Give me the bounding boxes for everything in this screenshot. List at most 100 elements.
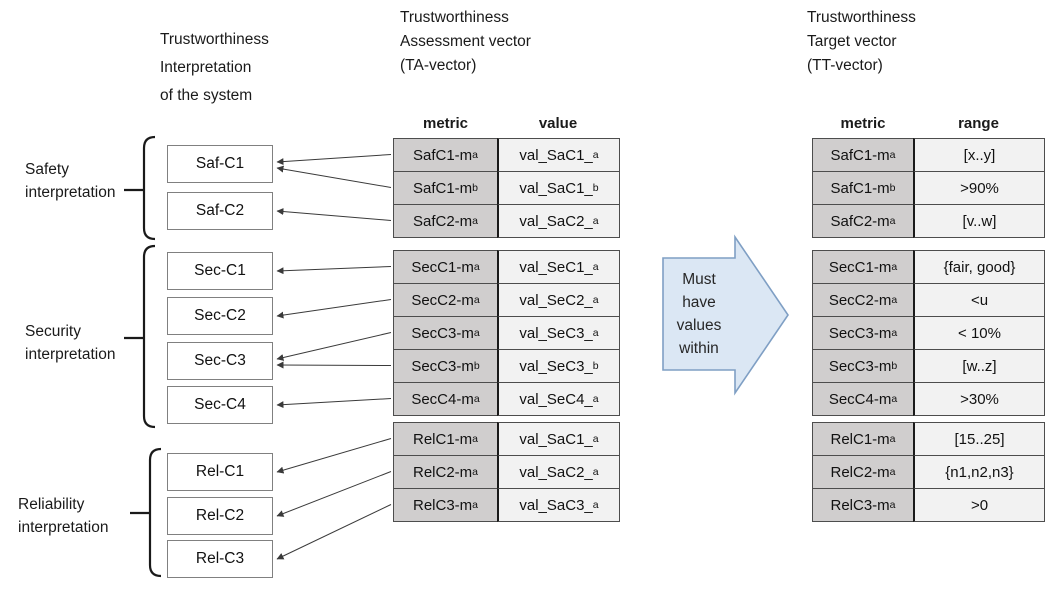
metric-text: SecC2-m xyxy=(411,291,474,309)
metric-text: SafC1-m xyxy=(412,179,473,197)
value-text: val_SaC1_ xyxy=(519,179,593,197)
mapping-arrow xyxy=(276,332,392,361)
mapping-arrow xyxy=(276,266,392,275)
metric-text: RelC3-m xyxy=(830,496,890,514)
safety-interpretation-label: Safety interpretation xyxy=(25,161,116,201)
criterion-box-rel-c1: Rel-C1 xyxy=(167,453,273,491)
ta-value-cell: val_SaC1_a xyxy=(497,422,620,456)
metric-text: SecC2-m xyxy=(828,291,892,309)
mapping-arrow xyxy=(276,154,392,166)
mapping-arrow xyxy=(276,398,392,409)
metric-text: SafC2-m xyxy=(830,212,890,230)
tt-range-cell: < 10% xyxy=(913,316,1045,350)
tt-range-cell: [15..25] xyxy=(913,422,1045,456)
security-interpretation-label: Security interpretation xyxy=(25,323,116,363)
value-text: val_SeC3_ xyxy=(519,324,593,342)
criterion-box-rel-c2: Rel-C2 xyxy=(167,497,273,535)
tt-range-cell: <u xyxy=(913,283,1045,317)
ta-value-cell: val_SaC2_a xyxy=(497,455,620,489)
metric-text: SecC1-m xyxy=(411,258,474,276)
mapping-arrow xyxy=(276,438,392,474)
tt-metric-column-header: metric xyxy=(840,115,886,132)
range-text: {fair, good} xyxy=(943,258,1016,276)
range-text: >90% xyxy=(960,179,999,197)
mapping-arrow xyxy=(276,361,392,369)
group-bracket xyxy=(124,135,156,241)
ta-value-cell: val_SeC2_a xyxy=(497,283,620,317)
criterion-box-sec-c4: Sec-C4 xyxy=(167,386,273,424)
tt-range-column-header: range xyxy=(958,115,999,132)
range-text: < 10% xyxy=(958,324,1001,342)
group-bracket xyxy=(124,244,156,429)
interpretation-column-header: Trustworthiness Interpretation of the sy… xyxy=(160,31,269,104)
tt-range-cell: >90% xyxy=(913,171,1045,205)
criterion-box-sec-c2: Sec-C2 xyxy=(167,297,273,335)
metric-text: RelC1-m xyxy=(412,430,473,448)
range-text: >30% xyxy=(960,390,999,408)
mapping-arrow xyxy=(276,504,392,560)
value-text: val_SeC3_ xyxy=(519,357,593,375)
ta-vector-header: Trustworthiness Assessment vector (TA-ve… xyxy=(400,9,531,74)
tt-range-cell: {fair, good} xyxy=(913,250,1045,284)
ta-value-cell: val_SaC1_b xyxy=(497,171,620,205)
range-text: [15..25] xyxy=(954,430,1005,448)
metric-text: SecC1-m xyxy=(828,258,892,276)
metric-text: SecC3-m xyxy=(411,357,474,375)
ta-value-cell: val_SeC3_a xyxy=(497,316,620,350)
metric-text: SecC3-m xyxy=(828,324,892,342)
range-text: [v..w] xyxy=(962,212,997,230)
flow-arrow-label: Must have values within xyxy=(676,271,722,357)
tt-range-cell: {n1,n2,n3} xyxy=(913,455,1045,489)
metric-text: RelC2-m xyxy=(830,463,890,481)
value-text: val_SaC2_ xyxy=(519,212,593,230)
must-have-values-arrow xyxy=(662,234,789,396)
range-text: <u xyxy=(970,291,989,309)
ta-value-cell: val_SaC2_a xyxy=(497,204,620,238)
metric-text: SecC4-m xyxy=(828,390,892,408)
tt-range-cell: [w..z] xyxy=(913,349,1045,383)
ta-value-cell: val_SaC3_a xyxy=(497,488,620,522)
metric-text: SecC3-m xyxy=(828,357,892,375)
value-text: val_SeC2_ xyxy=(519,291,593,309)
value-text: val_SaC1_ xyxy=(519,430,593,448)
ta-value-cell: val_SeC4_a xyxy=(497,382,620,416)
metric-text: SafC2-m xyxy=(412,212,473,230)
tt-range-cell: [x..y] xyxy=(913,138,1045,172)
tt-range-cell: >0 xyxy=(913,488,1045,522)
range-text: [w..z] xyxy=(962,357,997,375)
criterion-box-saf-c1: Saf-C1 xyxy=(167,145,273,183)
